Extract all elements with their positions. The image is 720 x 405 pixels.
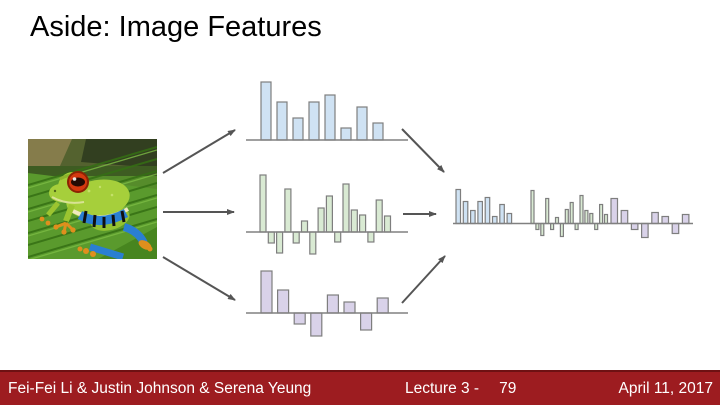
arrow-purple-to-combined-histogram bbox=[401, 255, 446, 304]
page-title: Aside: Image Features bbox=[30, 11, 322, 43]
footer-page-number: 79 bbox=[499, 379, 517, 397]
frog-eye bbox=[67, 171, 89, 193]
combined-feature-histogram bbox=[453, 188, 693, 239]
arrows bbox=[162, 128, 446, 304]
green-feature-histogram bbox=[246, 174, 408, 255]
blue-feature-histogram bbox=[246, 81, 408, 141]
arrow-frog-to-blue-histogram bbox=[162, 129, 236, 174]
footer-lecture-label: Lecture 3 - bbox=[405, 379, 480, 397]
footer-date: April 11, 2017 bbox=[618, 379, 714, 397]
purple-feature-histogram bbox=[246, 270, 408, 337]
frog-image bbox=[28, 139, 157, 259]
footer: Fei-Fei Li & Justin Johnson & Serena Yeu… bbox=[0, 370, 720, 405]
arrow-blue-to-combined-histogram bbox=[401, 128, 445, 173]
frog-body bbox=[39, 171, 153, 259]
footer-lecture: Lecture 3 - 79 bbox=[405, 372, 516, 405]
footer-authors: Fei-Fei Li & Justin Johnson & Serena Yeu… bbox=[8, 379, 312, 397]
arrow-frog-to-purple-histogram bbox=[162, 256, 236, 301]
